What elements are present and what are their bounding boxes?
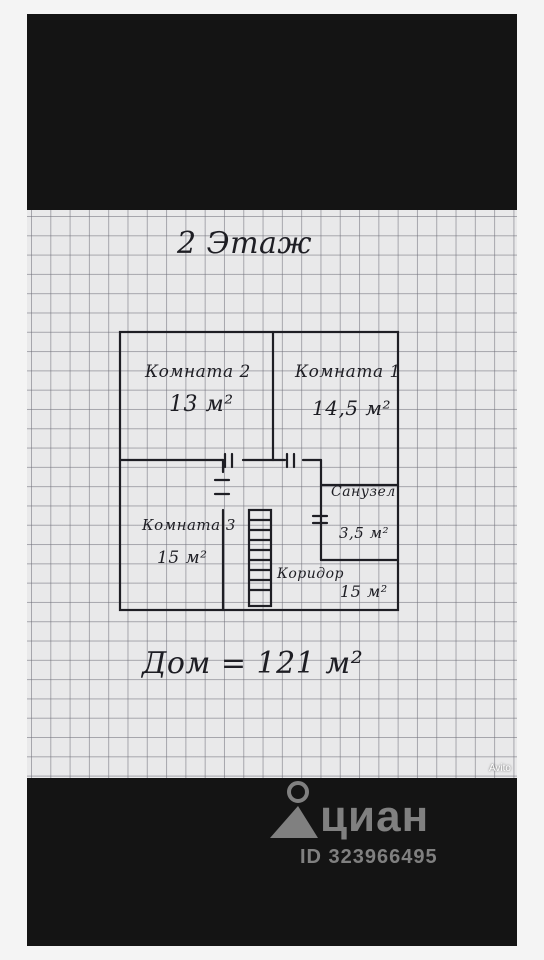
total-area: Дом = 121 м² [142,646,364,681]
cian-logo-icon [270,781,318,838]
cian-brand: циан [320,792,430,841]
room1-label: Комната 1 [295,362,401,382]
room3-area: 15 м² [157,548,208,568]
corridor-label: Коридор [277,566,345,582]
cian-watermark: циан ID 323966495 [262,780,512,880]
floor-plan-photo: 2 Этаж Комната 2 13 м² Комната 1 14,5 м²… [27,210,517,778]
room2-area: 13 м² [169,392,234,417]
floor-title: 2 Этаж [177,226,313,261]
room3-label: Комната 3 [142,516,236,534]
corridor-area: 15 м² [340,582,388,601]
bathroom-label: Санузел [331,484,396,500]
floor-plan-sketch [118,330,400,612]
room1-area: 14,5 м² [312,396,391,420]
outer-walls [118,330,400,612]
room2-label: Комната 2 [145,362,251,382]
avito-mark: Avito [488,763,511,774]
listing-id: ID 323966495 [300,846,438,868]
bathroom-area: 3,5 м² [339,524,390,542]
